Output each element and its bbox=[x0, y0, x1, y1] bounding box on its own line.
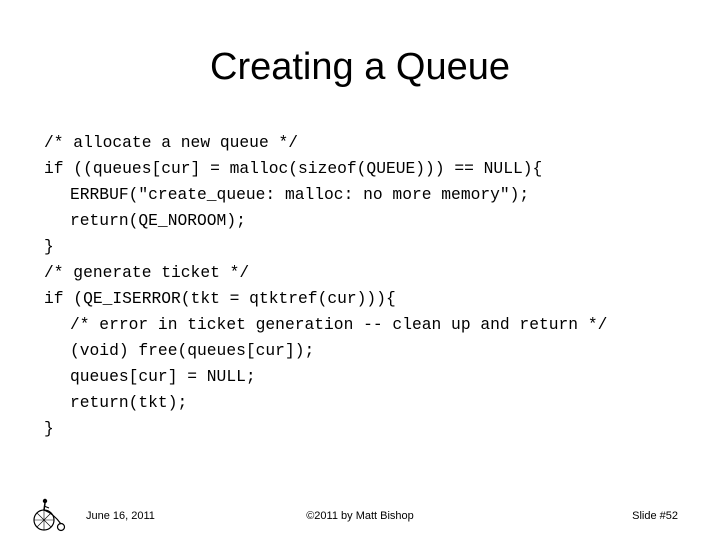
code-line: if (QE_ISERROR(tkt = qtktref(cur))){ bbox=[44, 289, 396, 308]
footer-slide-number: Slide #52 bbox=[632, 510, 678, 522]
code-line: queues[cur] = NULL; bbox=[70, 367, 256, 386]
code-line: } bbox=[44, 419, 54, 438]
code-line: } bbox=[44, 237, 54, 256]
code-line: /* generate ticket */ bbox=[44, 263, 250, 282]
footer-copyright: ©2011 by Matt Bishop bbox=[306, 510, 414, 522]
code-line: if ((queues[cur] = malloc(sizeof(QUEUE))… bbox=[44, 159, 543, 178]
code-line: (void) free(queues[cur]); bbox=[70, 341, 315, 360]
code-line: return(tkt); bbox=[70, 393, 188, 412]
code-block: /* allocate a new queue */ if ((queues[c… bbox=[44, 130, 704, 442]
code-line: /* allocate a new queue */ bbox=[44, 133, 299, 152]
penny-farthing-bicycle-icon bbox=[33, 498, 66, 532]
code-line: ERRBUF("create_queue: malloc: no more me… bbox=[70, 185, 530, 204]
code-line: return(QE_NOROOM); bbox=[70, 211, 246, 230]
footer-date: June 16, 2011 bbox=[86, 510, 155, 522]
slide-title: Creating a Queue bbox=[210, 46, 510, 88]
code-line: /* error in ticket generation -- clean u… bbox=[70, 315, 608, 334]
